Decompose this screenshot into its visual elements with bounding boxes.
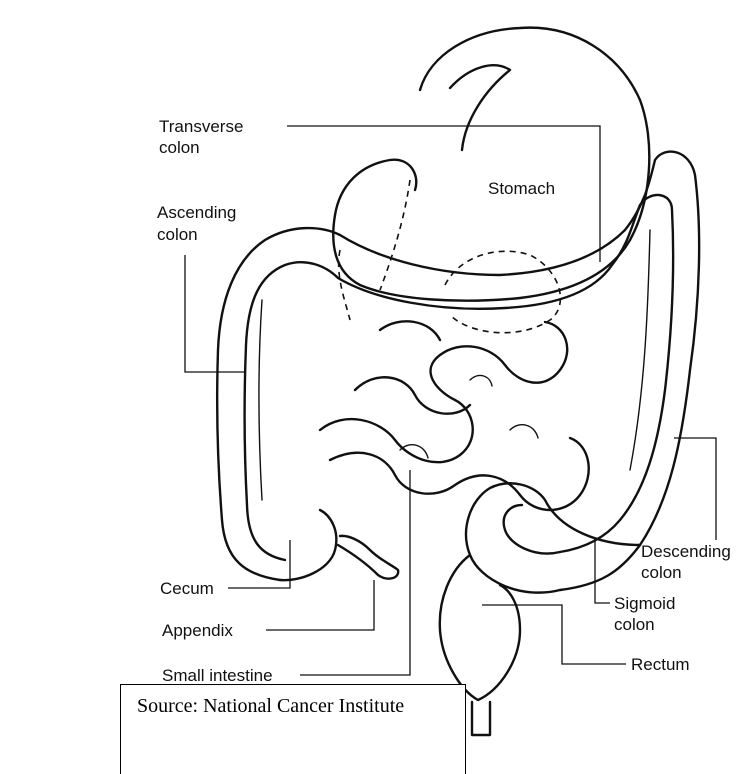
source-caption: Source: National Cancer Institute <box>137 695 404 718</box>
cecum-label: Cecum <box>160 579 214 598</box>
cecum-organ <box>280 510 398 580</box>
ascending-colon-label-line2: colon <box>157 225 198 244</box>
rectum-label: Rectum <box>631 655 690 674</box>
colon-organ <box>217 152 699 593</box>
descending-colon-leader <box>674 438 716 540</box>
appendix-label: Appendix <box>162 621 233 640</box>
sigmoid-colon-leader <box>595 538 610 603</box>
transverse-colon-label-line2: colon <box>159 138 200 157</box>
descending-colon-label-line2: colon <box>641 563 682 582</box>
small-intestine-organ <box>320 321 589 510</box>
sigmoid-colon-label: Sigmoid <box>614 594 675 613</box>
small-intestine-label: Small intestine <box>162 666 273 685</box>
ascending-colon-label: Ascending <box>157 203 236 222</box>
source-box: Source: National Cancer Institute <box>120 684 466 774</box>
appendix-organ <box>338 536 398 579</box>
stomach-label: Stomach <box>488 179 555 198</box>
sigmoid-colon-label-line2: colon <box>614 615 655 634</box>
descending-colon-label: Descending <box>641 542 731 561</box>
rectum-leader <box>482 605 626 664</box>
transverse-colon-label: Transverse <box>159 117 243 136</box>
